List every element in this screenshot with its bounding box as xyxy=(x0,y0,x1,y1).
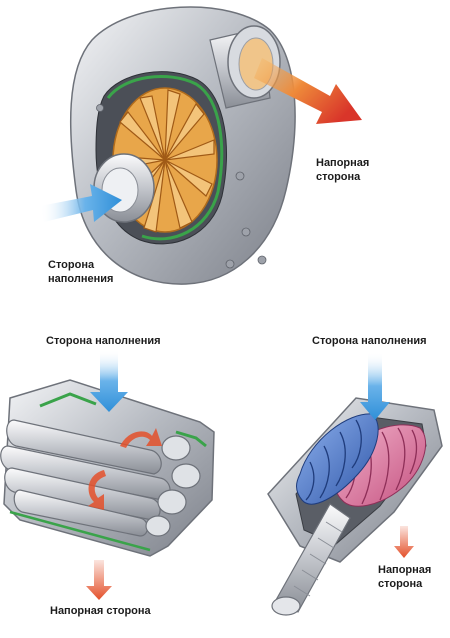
screw-discharge-line2: сторона xyxy=(378,578,423,590)
centrifugal-blower xyxy=(40,6,362,285)
screw-blower xyxy=(267,352,443,616)
screw-intake-label: Сторона наполнения xyxy=(312,335,427,347)
screw-discharge-line1: Напорная xyxy=(378,564,432,576)
centrifugal-discharge-line1: Напорная xyxy=(316,157,370,169)
screw-discharge-label: Напорная сторона xyxy=(378,563,431,591)
roots-blower xyxy=(0,350,215,600)
roots-intake-label: Сторона наполнения xyxy=(46,335,161,347)
centrifugal-discharge-label: Напорная сторона xyxy=(316,156,369,184)
centrifugal-intake-line2: наполнения xyxy=(48,273,114,285)
centrifugal-discharge-line2: сторона xyxy=(316,171,361,183)
centrifugal-intake-line1: Сторона xyxy=(48,259,95,271)
centrifugal-intake-label: Сторона наполнения xyxy=(48,258,113,286)
roots-discharge-label: Напорная сторона xyxy=(50,605,151,617)
